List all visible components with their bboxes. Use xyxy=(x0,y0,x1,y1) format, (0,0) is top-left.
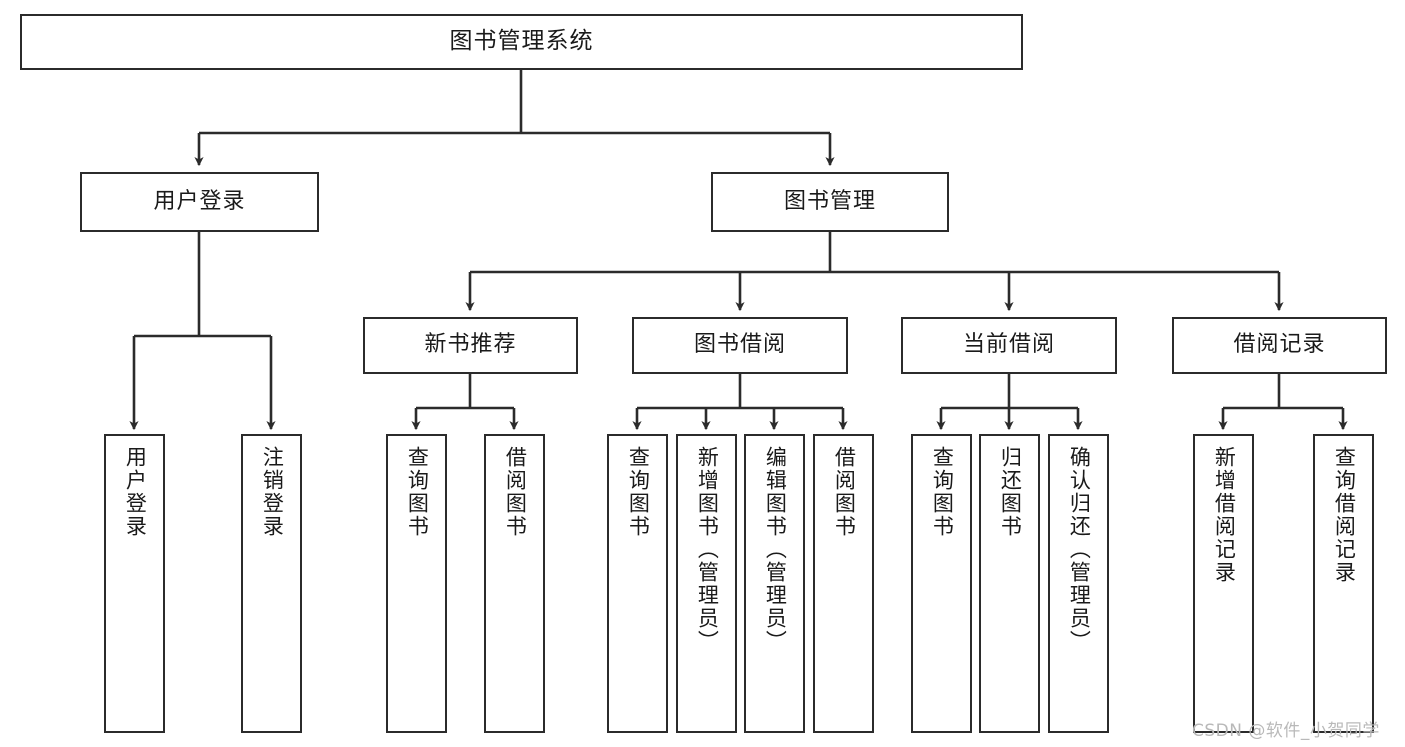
node-leaf-edit-book-label: 编辑图书（管理员） xyxy=(763,446,788,653)
node-leaf-logout-label: 注销登录 xyxy=(260,446,285,538)
node-leaf-return-book[interactable]: 归还图书 xyxy=(979,434,1040,733)
node-user-login[interactable]: 用户登录 xyxy=(80,172,319,232)
node-leaf-query-record[interactable]: 查询借阅记录 xyxy=(1313,434,1374,733)
node-leaf-query-record-label: 查询借阅记录 xyxy=(1332,446,1357,584)
node-leaf-borrow-book-a[interactable]: 借阅图书 xyxy=(484,434,545,733)
node-book-borrow-label: 图书借阅 xyxy=(693,332,786,358)
node-leaf-user-login[interactable]: 用户登录 xyxy=(104,434,165,733)
node-new-book-recommend[interactable]: 新书推荐 xyxy=(363,317,578,374)
node-leaf-add-book-label: 新增图书（管理员） xyxy=(695,446,720,653)
node-leaf-add-record[interactable]: 新增借阅记录 xyxy=(1193,434,1254,733)
node-leaf-confirm-return[interactable]: 确认归还（管理员） xyxy=(1048,434,1109,733)
node-leaf-query-book-b[interactable]: 查询图书 xyxy=(607,434,668,733)
node-leaf-edit-book[interactable]: 编辑图书（管理员） xyxy=(744,434,805,733)
node-leaf-add-book[interactable]: 新增图书（管理员） xyxy=(676,434,737,733)
node-leaf-query-book-a[interactable]: 查询图书 xyxy=(386,434,447,733)
node-book-borrow[interactable]: 图书借阅 xyxy=(632,317,848,374)
csdn-watermark: CSDN @软件_小贺同学 xyxy=(1192,721,1380,741)
node-borrow-record-label: 借阅记录 xyxy=(1233,332,1326,358)
node-borrow-record[interactable]: 借阅记录 xyxy=(1172,317,1387,374)
node-leaf-query-book-b-label: 查询图书 xyxy=(626,446,651,538)
node-leaf-query-book-a-label: 查询图书 xyxy=(405,446,430,538)
node-leaf-borrow-book-b-label: 借阅图书 xyxy=(832,446,857,538)
node-new-book-recommend-label: 新书推荐 xyxy=(424,332,517,358)
node-leaf-add-record-label: 新增借阅记录 xyxy=(1212,446,1237,584)
node-book-manage[interactable]: 图书管理 xyxy=(711,172,949,232)
node-user-login-label: 用户登录 xyxy=(153,188,246,214)
node-root[interactable]: 图书管理系统 xyxy=(20,14,1023,70)
node-leaf-return-book-label: 归还图书 xyxy=(998,446,1023,538)
node-leaf-user-login-label: 用户登录 xyxy=(123,446,148,538)
node-current-borrow[interactable]: 当前借阅 xyxy=(901,317,1117,374)
node-leaf-confirm-return-label: 确认归还（管理员） xyxy=(1067,446,1092,653)
node-leaf-query-book-c[interactable]: 查询图书 xyxy=(911,434,972,733)
node-book-manage-label: 图书管理 xyxy=(783,188,876,214)
node-leaf-borrow-book-a-label: 借阅图书 xyxy=(503,446,528,538)
node-leaf-logout[interactable]: 注销登录 xyxy=(241,434,302,733)
node-leaf-borrow-book-b[interactable]: 借阅图书 xyxy=(813,434,874,733)
node-root-label: 图书管理系统 xyxy=(449,28,594,55)
node-current-borrow-label: 当前借阅 xyxy=(962,332,1055,358)
node-leaf-query-book-c-label: 查询图书 xyxy=(930,446,955,538)
